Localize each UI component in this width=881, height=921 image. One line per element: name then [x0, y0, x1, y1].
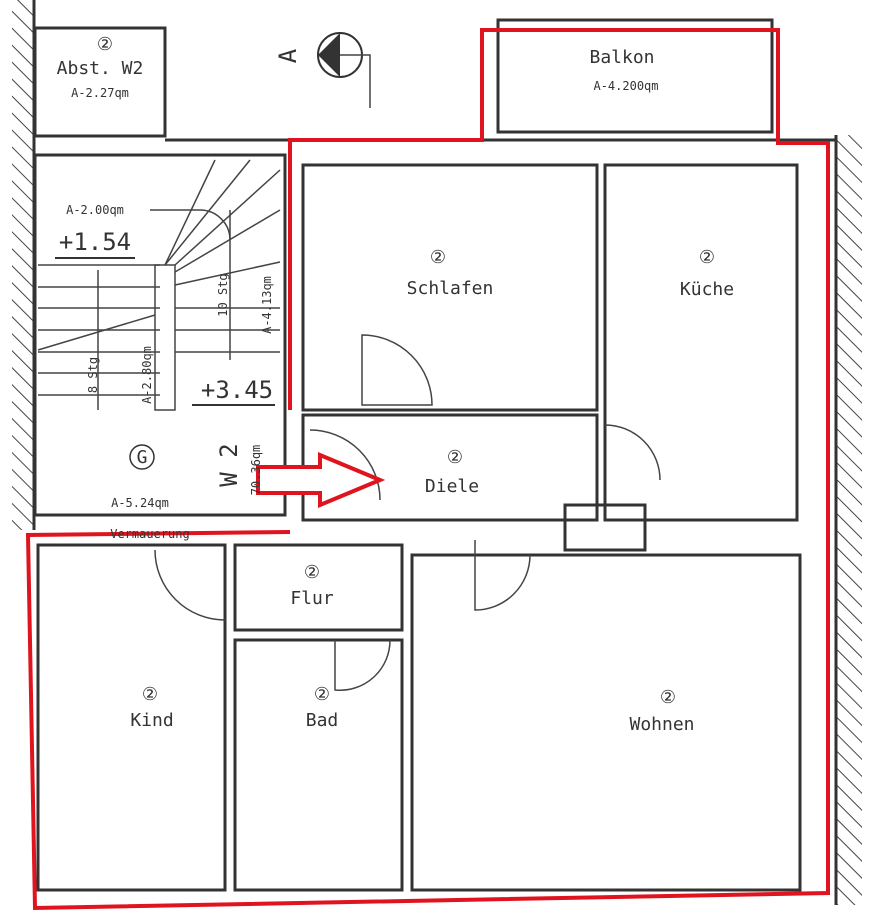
apartment-outline [25, 28, 830, 911]
svg-text:Bad: Bad [306, 710, 339, 731]
svg-text:Vermauerung: Vermauerung [110, 527, 189, 541]
section-marker-icon [317, 32, 371, 108]
stairwell [33, 153, 287, 517]
left-wall-hatch [12, 0, 34, 530]
svg-text:②: ② [97, 34, 113, 55]
svg-text:A-2.00qm: A-2.00qm [66, 203, 124, 217]
svg-text:70.36qm: 70.36qm [249, 445, 263, 496]
svg-text:Wohnen: Wohnen [629, 714, 694, 735]
svg-text:Schlafen: Schlafen [407, 278, 494, 299]
room-kind [36, 543, 227, 892]
svg-text:②: ② [699, 247, 715, 268]
room-wohnen [410, 553, 802, 892]
stair-labels: A-2.00qm +1.54 +3.45 8 Stg A-2.80qm 10 S… [55, 203, 275, 541]
room-flur [233, 543, 404, 632]
svg-text:②: ② [430, 247, 446, 268]
svg-text:8 Stg: 8 Stg [86, 357, 100, 393]
svg-text:②: ② [314, 684, 330, 705]
door-swings [154, 334, 661, 691]
svg-text:W 2: W 2 [215, 443, 243, 486]
svg-text:10 Stg: 10 Stg [216, 273, 230, 316]
svg-text:②: ② [660, 687, 676, 708]
svg-text:G: G [137, 447, 148, 468]
right-wall-hatch [836, 135, 862, 905]
svg-text:A-2.27qm: A-2.27qm [71, 86, 129, 100]
balkon [496, 18, 774, 134]
svg-text:Abst. W2: Abst. W2 [57, 58, 144, 79]
entrance-arrow-icon [256, 452, 386, 508]
stair-treads [37, 159, 281, 411]
room-schlafen [301, 163, 599, 412]
svg-text:②: ② [304, 562, 320, 583]
svg-text:Balkon: Balkon [589, 47, 654, 68]
chimney [563, 503, 647, 552]
svg-text:②: ② [447, 447, 463, 468]
svg-text:Kind: Kind [130, 710, 173, 731]
svg-text:Flur: Flur [290, 588, 334, 609]
room-kueche [603, 163, 799, 522]
room-bad [233, 638, 404, 892]
svg-text:Küche: Küche [680, 279, 734, 300]
svg-text:A-4.200qm: A-4.200qm [593, 79, 658, 93]
svg-text:+3.45: +3.45 [201, 376, 273, 404]
room-labels: ② Abst. W2 A-2.27qm Balkon A-4.200qm ② S… [57, 34, 734, 735]
section-label: A [274, 48, 302, 63]
svg-text:A-2.80qm: A-2.80qm [140, 346, 154, 404]
svg-text:A-4.13qm: A-4.13qm [260, 276, 274, 334]
room-abst [33, 26, 167, 138]
svg-text:②: ② [142, 684, 158, 705]
svg-text:Diele: Diele [425, 476, 479, 497]
svg-text:A-5.24qm: A-5.24qm [111, 496, 169, 510]
svg-text:+1.54: +1.54 [59, 228, 131, 256]
